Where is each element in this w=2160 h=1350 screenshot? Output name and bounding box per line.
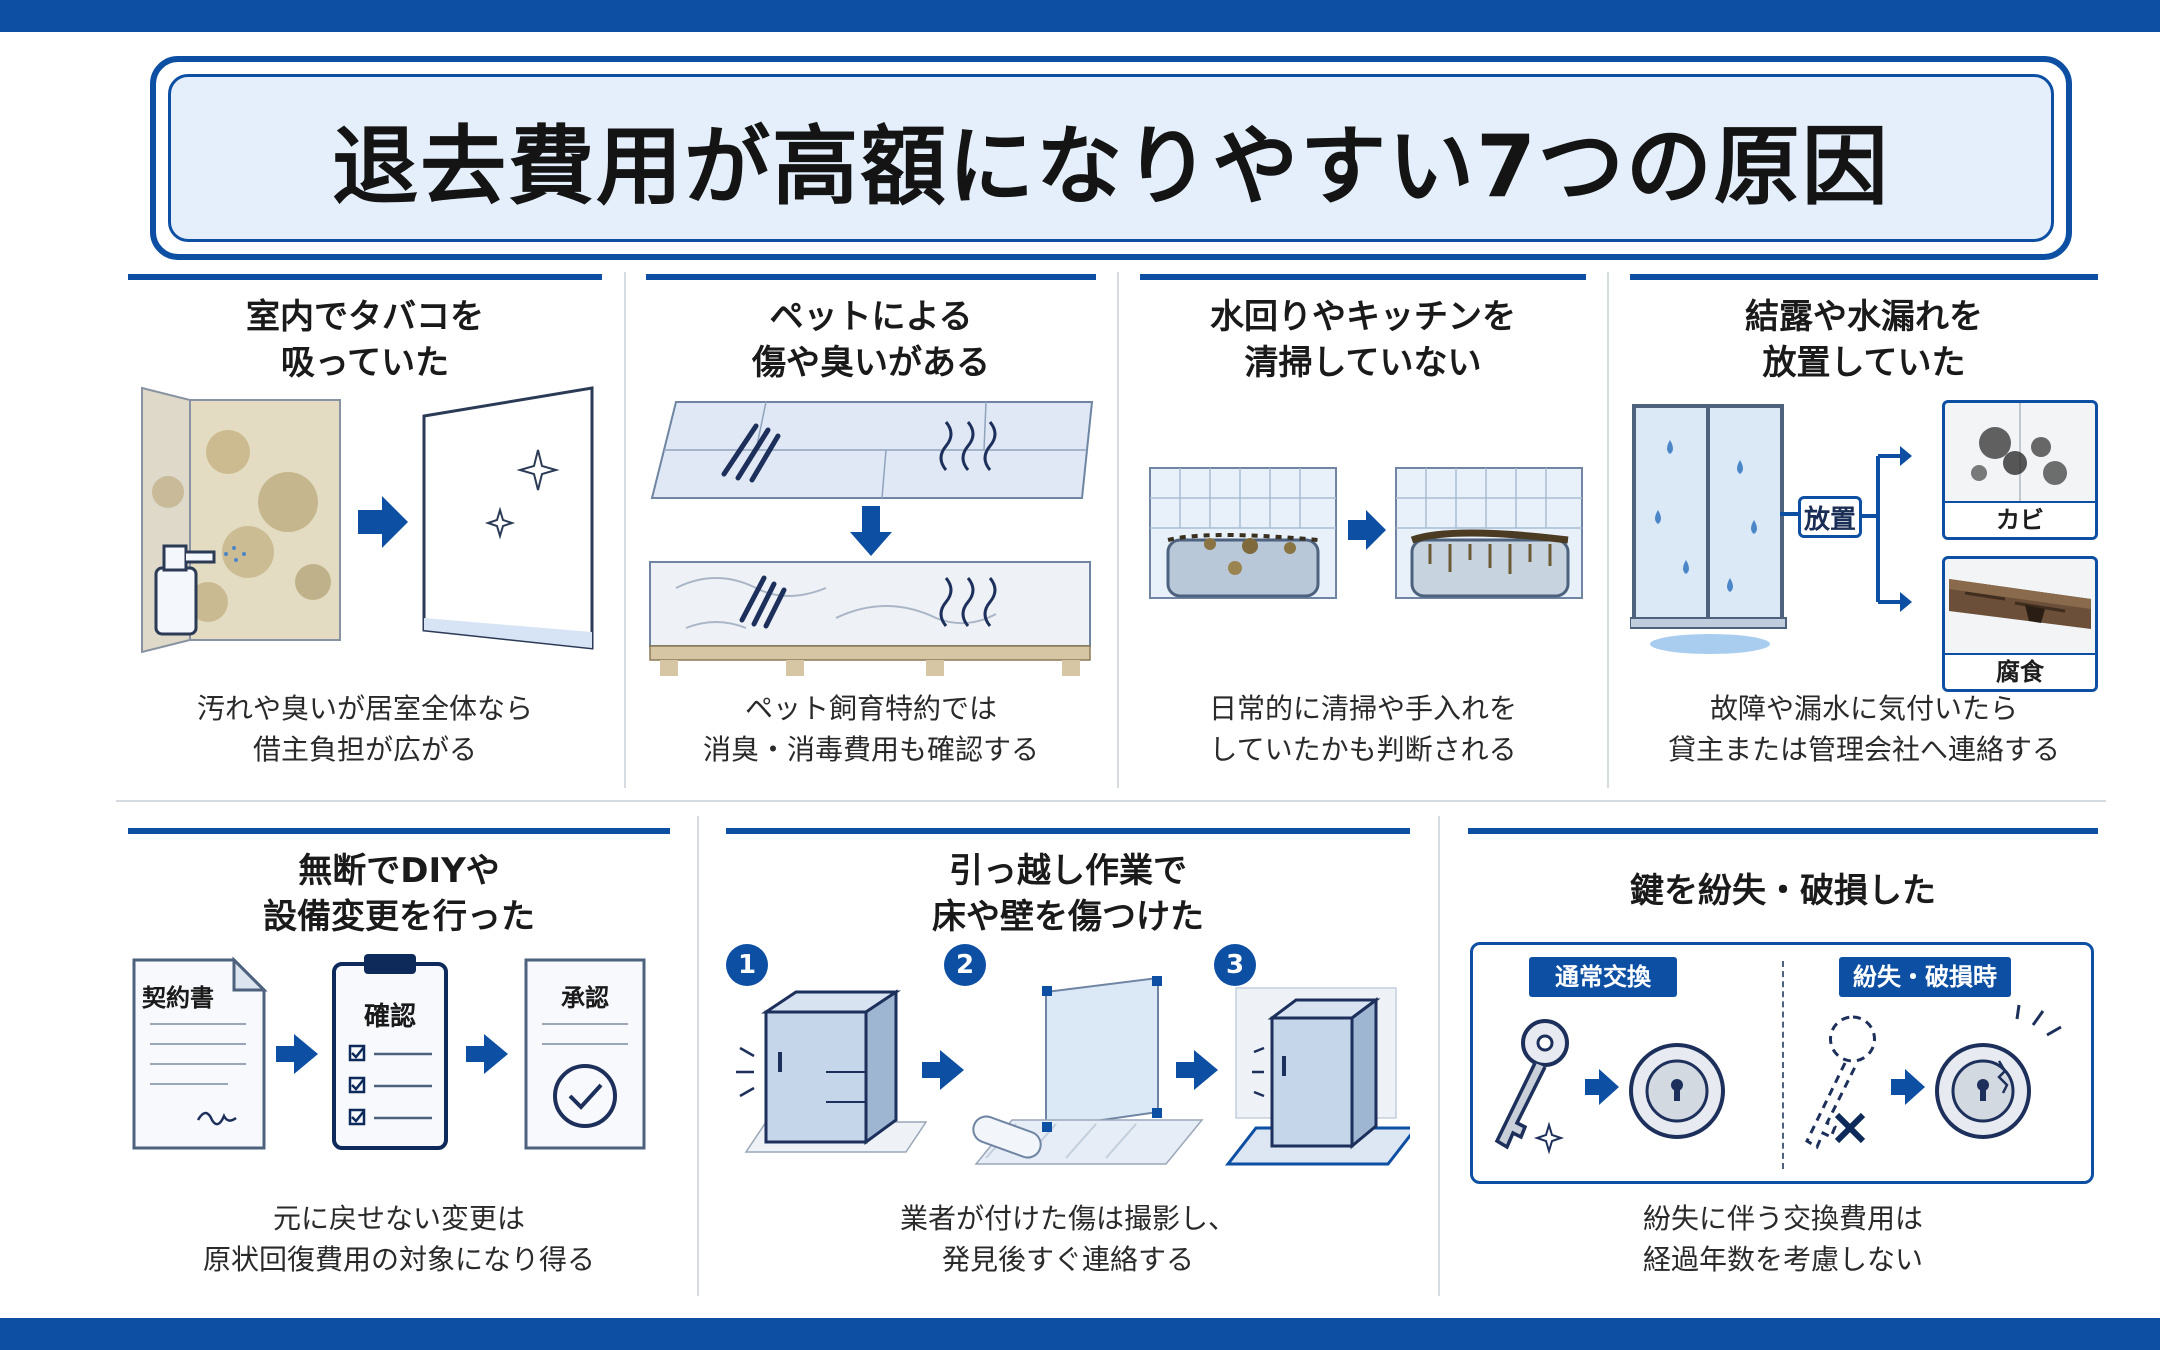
mold-icon [1971,403,2067,503]
row-separator [116,800,2106,802]
cause-panel-keys: 鍵を紛失・破損した 通常交換 紛失・破損時 [1468,828,2098,1294]
cause-title-line: 無断でDIYや [298,851,500,891]
panel-rule [128,828,670,834]
bottom-band [0,1318,2160,1350]
page-title: 退去費用が高額になりやすい7つの原因 [332,116,1890,217]
panel-rule [726,828,1410,834]
step-badge: 1 [726,944,768,986]
cause-description-line: 日常的に清掃や手入れを [1208,692,1517,725]
branch-arrows-icon [1862,446,1912,612]
cause-description: 日常的に清掃や手入れを していたかも判断される [1140,688,1586,770]
panel-rule [1140,274,1586,280]
top-band [0,0,2160,32]
cause-title-line: 結露や水漏れを [1745,297,1983,337]
divider-dashed [1782,961,1784,1169]
cause-title-line: 放置していた [1762,343,1966,383]
separator [697,816,699,1296]
step-badge: 2 [944,944,986,986]
cause-title-line: 傷や臭いがある [752,343,990,383]
cause-title-line: 吸っていた [280,343,450,383]
damaged-lock-icon [1935,1043,2031,1139]
cause-panel-kitchen: 水回りやキッチンを 清掃していない 日常的に清掃や手入れを していたかも判断され… [1140,274,1586,784]
key-exchange-illustration [1494,1004,2062,1155]
mold-box: カビ [1942,400,2098,540]
panel-rule [1630,274,2098,280]
cause-description-line: ペット飼育特約では [744,692,997,725]
cause-title-line: 引っ越し作業で [949,851,1187,891]
rot-label: 腐食 [1945,653,2095,689]
cause-description: 汚れや臭いが居室全体なら 借主負担が広がる [128,688,602,770]
rot-box: 腐食 [1942,556,2098,692]
separator [1607,272,1609,788]
cause-description: 元に戻せない変更は 原状回復費用の対象になり得る [128,1198,670,1280]
cause-title: 無断でDIYや 設備変更を行った [128,848,670,940]
cause-title: 結露や水漏れを 放置していた [1630,294,2098,386]
lost-damaged-label: 紛失・破損時 [1839,957,2011,997]
cause-description: 故障や漏水に気付いたら 貸主または管理会社へ連絡する [1630,688,2098,770]
cause-description: ペット飼育特約では 消臭・消毒費用も確認する [646,688,1096,770]
approval-label: 承認 [561,984,609,1012]
rotten-wood-icon [1949,579,2091,629]
key-icon [1494,1019,1569,1150]
cause-description-line: 貸主または管理会社へ連絡する [1667,733,2060,766]
neglect-label: 放置 [1798,496,1862,538]
cause-panel-diy: 無断でDIYや 設備変更を行った 契約書 確認 承認 元に戻せない変更は 原状回… [128,828,670,1294]
title-banner-inner: 退去費用が高額になりやすい7つの原因 [168,74,2054,242]
cause-description-line: 経過年数を考慮しない [1642,1243,1923,1276]
cause-description: 紛失に伴う交換費用は 経過年数を考慮しない [1468,1198,2098,1280]
cause-description: 業者が付けた傷は撮影し、 発見後すぐ連絡する [726,1198,1410,1280]
cause-title-line: 水回りやキッチンを [1210,297,1516,337]
cause-description-line: 故障や漏水に気付いたら [1709,692,2018,725]
cause-description-line: 原状回復費用の対象になり得る [202,1243,595,1276]
cause-title: 鍵を紛失・破損した [1468,868,2098,914]
check-label: 確認 [363,1002,416,1032]
cause-panel-pets: ペットによる 傷や臭いがある ペット飼育特約では 消臭・消毒費用も確認する [646,274,1096,784]
separator [1117,272,1119,788]
step-badge: 3 [1214,944,1256,986]
contract-label: 契約書 [142,984,214,1012]
cause-panel-tobacco: 室内でタバコを 吸っていた 汚れや臭いが居室全体なら 借主負担が広がる [128,274,602,784]
key-comparison-box: 通常交換 紛失・破損時 [1470,942,2094,1184]
normal-exchange-label: 通常交換 [1529,957,1677,997]
lock-cylinder-icon [1629,1043,1725,1139]
cause-description-line: 業者が付けた傷は撮影し、 [899,1202,1236,1235]
cause-title-line: 床や壁を傷つけた [932,897,1204,937]
cause-description-line: 紛失に伴う交換費用は [1642,1202,1923,1235]
cause-title-line: 鍵を紛失・破損した [1630,871,1936,911]
separator [624,272,626,788]
cause-description-line: 汚れや臭いが居室全体なら [196,692,533,725]
window-illustration [1630,404,1828,654]
bathroom-illustration [1149,467,1583,599]
cause-title-line: ペットによる [769,297,973,337]
title-banner: 退去費用が高額になりやすい7つの原因 [150,56,2072,260]
cause-title: 引っ越し作業で 床や壁を傷つけた [726,848,1410,940]
cause-title: ペットによる 傷や臭いがある [646,294,1096,386]
cause-title-line: 設備変更を行った [263,897,535,937]
panel-rule [646,274,1096,280]
cause-description-line: 元に戻せない変更は [272,1202,525,1235]
cause-title: 室内でタバコを 吸っていた [128,294,602,386]
moving-steps-illustration [736,976,1410,1166]
cause-title: 水回りやキッチンを 清掃していない [1140,294,1586,386]
cause-description-line: 発見後すぐ連絡する [941,1243,1194,1276]
cause-description-line: 消臭・消毒費用も確認する [702,733,1039,766]
cause-description-line: 借主負担が広がる [252,733,477,766]
cause-title-line: 室内でタバコを [246,297,484,337]
cause-panel-condensation: 結露や水漏れを 放置していた 放置 カビ 腐食 故障や漏水に気付いたら 貸主また… [1630,274,2098,784]
panel-rule [1468,828,2098,834]
pets-illustration [649,401,1094,676]
tobacco-illustration [141,386,594,654]
cause-panel-moving: 引っ越し作業で 床や壁を傷つけた 1 2 3 業者が付けた傷は撮影し、 発見後す… [726,828,1410,1294]
panel-rule [128,274,602,280]
cause-description-line: していたかも判断される [1209,733,1517,766]
approval-flow-illustration [132,954,646,1150]
cause-title-line: 清掃していない [1244,343,1482,383]
mold-label: カビ [1945,501,2095,537]
separator [1438,816,1440,1296]
